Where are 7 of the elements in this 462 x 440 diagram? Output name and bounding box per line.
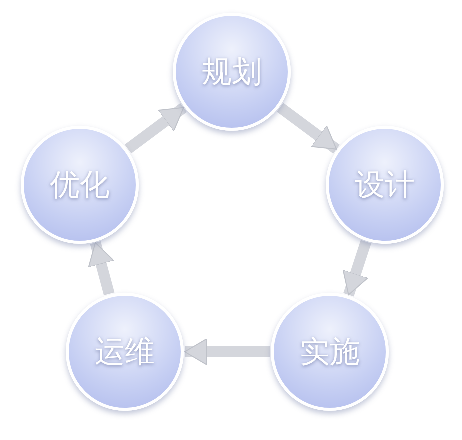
arrow (277, 103, 340, 154)
arrow (88, 241, 115, 296)
process-circle (173, 13, 291, 131)
arrow (124, 103, 188, 154)
arrow (342, 240, 372, 297)
step-label: 优化 (50, 166, 110, 204)
arrow (184, 338, 270, 366)
